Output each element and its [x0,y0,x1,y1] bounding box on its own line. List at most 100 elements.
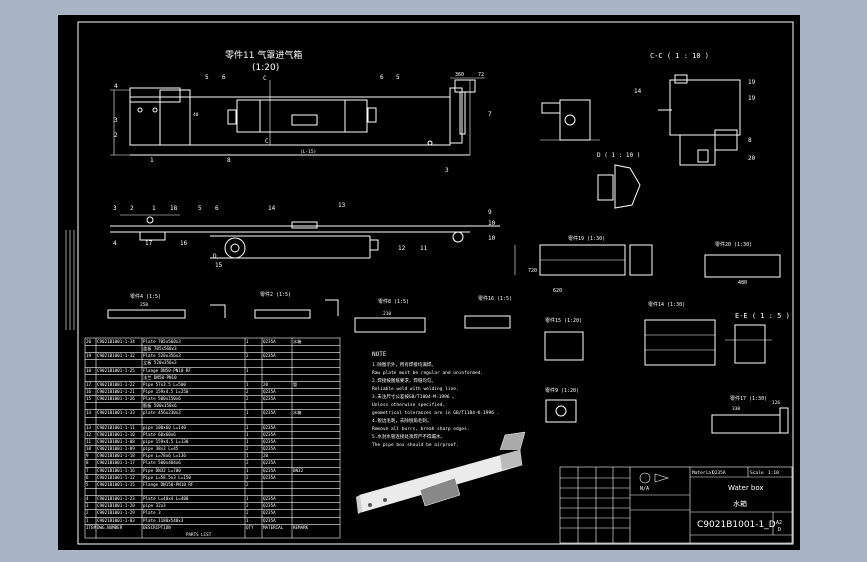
bom-header-cell: REMARK [293,524,309,530]
bom-row-line [85,345,340,347]
part9-view [545,399,577,423]
bom-cell: 17 [86,381,92,387]
bom-cell: Q235A [263,517,276,523]
bom-cell: Plate 500x150x6 [143,396,181,402]
cc-balloon-20: 20 [748,155,756,162]
bom-cell: 1 [246,424,249,430]
bom-row-line [85,366,340,368]
bom-cell: C9021B1001-1-34 [97,339,135,344]
balloon-3: 3 [114,117,118,124]
balloon-5: 5 [205,74,209,81]
bom-cell: 1 [246,381,249,387]
bom-row-line [85,402,340,404]
mballoon-16: 16 [180,240,188,247]
bom-cell: Q235A [263,496,276,502]
view-d-title: D ( 1 : 10 ) [597,152,640,159]
bom-row-line [85,488,340,489]
bom-cell: pipe 38x3 L=45 [143,446,179,452]
middle-view [110,214,500,259]
part19-title: 零件19 (1:30) [568,235,605,242]
bom-cell: 2 [86,510,89,516]
dim-top: 360 [455,72,464,78]
bom-cell: 管 [293,381,298,387]
bom-header-cell: DWG.NUMBER [97,524,123,530]
bom-cell: Plate 705x560x3 [143,339,181,344]
bom-cell: plate 456x230x3 [143,410,181,416]
tb-scale-label: Scale [750,470,764,476]
bom-cell: C9021B1001-1-10 [97,431,135,437]
mballoon-d: D [213,253,217,260]
part15-view [544,331,584,361]
bom-cell: Plate L=40x4 L=400 [143,496,189,502]
bom-cell: Q235A [263,474,276,480]
bom-cell: 立板 520x356x3 [143,360,177,366]
part14-title: 零件14 (1:30) [648,301,685,308]
bom-cell: Q235A [263,431,276,437]
part17-title: 零件17 (1:30) [730,395,767,402]
bom-cell: DN32 [293,467,304,473]
bom-cell: 法兰 DN50-PN10 [143,374,177,380]
note-line-11: The pipe box should be airproof. [372,442,459,448]
title-block [559,466,793,544]
bom-cell: C9021B1001-1-20 [97,503,135,509]
part19-view [514,244,653,276]
dim-720: 720 [528,268,537,274]
bom-cell: 1 [246,517,249,523]
note-line-2: Raw plate must be regular and uninformed… [372,370,483,376]
bom-cell: C9021B1001-1-09 [97,446,135,452]
bom-cell: 1 [246,367,249,373]
bom-row-line [85,395,340,397]
bom-cell: 10 [86,446,92,452]
tb-rev: D [778,527,781,533]
mballoon-10: 10 [488,220,496,227]
tb-sheet-size: A2 [776,520,782,526]
bom-cell: Q235A [263,396,276,402]
view-cc-title: C-C ( 1 : 10 ) [650,52,709,60]
mballoon-6: 6 [215,205,219,212]
bom-row-line [85,452,340,454]
mballoon-3: 3 [113,205,117,212]
bom-cell: 5 [86,481,89,487]
bom-cell: Pipe DN32 L=700 [143,467,181,473]
dim-620: 620 [553,288,562,294]
bom-cell: Plate 1180x540x3 [143,517,184,523]
bom-cell: Q235A [263,389,276,394]
balloon-5b: 5 [396,74,400,81]
bom-row-line [85,459,340,461]
sheet-background [58,15,800,550]
left-margin-text [65,230,75,330]
part4-title: 零件4 (1:5) [130,293,161,300]
bom-cell: C9021B1001-1-32 [97,353,135,359]
bom-cell: Q235A [263,439,276,444]
bom-cell: 2 [246,481,249,487]
bom-cell: pipe 32x3 [143,503,166,509]
bom-cell: 2 [246,389,249,394]
balloon-1: 1 [150,157,154,164]
bom-cell: 12 [86,431,92,437]
tb-material: Q235A [712,470,726,476]
note-line-10: 5.水封水管连接处须焊严不得漏水。 [372,433,445,440]
note-line-6: Unless otherwise specified, [372,402,445,408]
bom-cell: C9021B1001-1-03 [97,517,135,523]
bom-cell: Plate 520x356x3 [143,353,181,359]
bom-cell: 盖板 705x560x3 [143,346,177,352]
bom-row-line [85,373,340,375]
tb-drawing-number: C9021B1001-1_D [697,520,776,530]
bom-cell: C9021B1001-1-21 [97,389,135,394]
bom-cell: 13 [86,424,92,430]
dim-side: 72 [478,72,484,78]
balloon-7: 7 [488,111,492,118]
bom-cell: C9021B1001-1-26 [97,396,135,402]
bom-cell: 16 [86,389,92,394]
bom-cell: 14 [86,410,92,416]
balloon-4: 4 [114,83,118,90]
bom-cell: Pipe 159x4.5 L=250 [143,389,189,394]
view-ee-title: E-E ( 1 : 5 ) [735,312,790,320]
bom-cell: 8 [86,460,89,466]
mballoon-9: 9 [488,209,492,216]
bom-cell: 19 [86,353,92,359]
part2-title: 零件2 (1:5) [260,291,291,298]
part20-view [704,254,781,278]
bom-row-line [85,516,340,518]
